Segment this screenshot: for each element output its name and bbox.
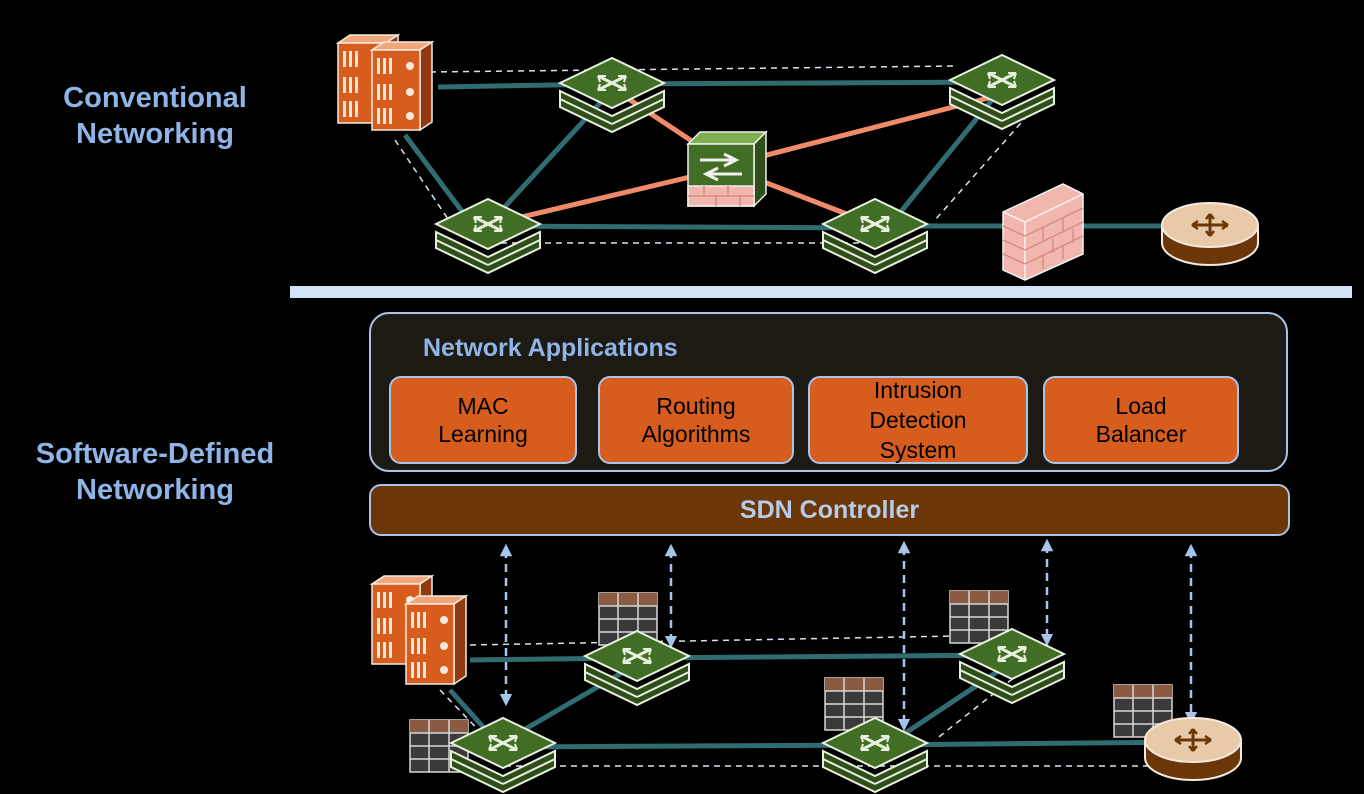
switch-icon xyxy=(434,197,542,275)
control-channel-arrows xyxy=(499,538,1198,732)
firewall-icon xyxy=(1002,183,1084,281)
server-icon xyxy=(405,595,467,685)
router-icon xyxy=(1143,716,1243,782)
network-applications-panel: Network Applications MAC Learning Routin… xyxy=(369,312,1288,472)
conventional-networking-label: Conventional Networking xyxy=(63,82,247,150)
switch-icon xyxy=(558,56,666,134)
app-intrusion-detection-system: Intrusion Detection System xyxy=(808,376,1028,464)
app-mac-learning: MAC Learning xyxy=(389,376,577,464)
app-load-balancer: Load Balancer xyxy=(1043,376,1239,464)
sdn-links xyxy=(439,634,1200,767)
conventional-devices xyxy=(337,34,1260,281)
server-icon xyxy=(371,41,433,131)
sdn-label: Software-Defined Networking xyxy=(35,438,275,506)
network-applications-title: Network Applications xyxy=(423,334,678,362)
middlebox-icon xyxy=(686,130,768,208)
app-routing-algorithms: Routing Algorithms xyxy=(598,376,794,464)
router-icon xyxy=(1160,201,1260,267)
section-divider xyxy=(290,286,1352,298)
sdn-controller-bar: SDN Controller xyxy=(369,484,1290,536)
sdn-devices xyxy=(371,575,1243,794)
switch-icon xyxy=(948,53,1056,131)
